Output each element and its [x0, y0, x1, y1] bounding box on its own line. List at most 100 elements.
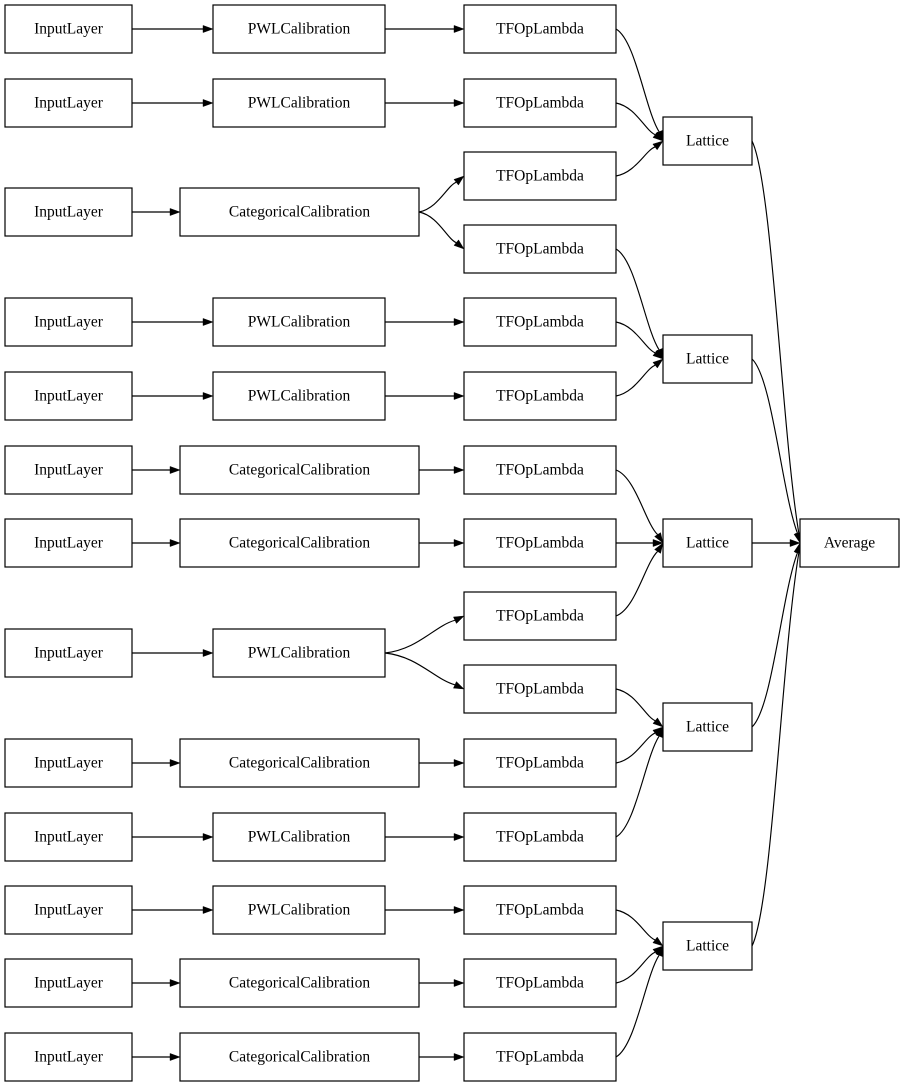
edge-cal2-to-lam3: [418, 211, 465, 250]
node-input-layer-in8[interactable]: InputLayer: [4, 738, 133, 788]
node-box: [4, 297, 133, 347]
node-tfop-lambda-lam8[interactable]: TFOpLambda: [463, 591, 617, 641]
edge-lam6-to-lat2: [615, 469, 664, 544]
node-lattice-lat3[interactable]: Lattice: [662, 702, 753, 752]
node-label: InputLayer: [34, 1049, 104, 1066]
node-tfop-lambda-lam1[interactable]: TFOpLambda: [463, 78, 617, 128]
node-label: PWLCalibration: [248, 388, 351, 405]
node-label: PWLCalibration: [248, 314, 351, 331]
edge-in0-to-cal0: [132, 25, 214, 33]
node-tfop-lambda-lam6[interactable]: TFOpLambda: [463, 445, 617, 495]
node-categorical-calibration-cal8[interactable]: CategoricalCalibration: [179, 738, 420, 788]
node-tfop-lambda-lam10[interactable]: TFOpLambda: [463, 738, 617, 788]
edge-line: [418, 181, 457, 213]
arrowhead-icon: [652, 717, 664, 728]
edge-cal6-to-lam7: [419, 539, 465, 547]
edge-line: [384, 619, 456, 654]
node-lattice-lat0[interactable]: Lattice: [662, 116, 753, 166]
arrowhead-icon: [652, 131, 664, 142]
node-tfop-lambda-lam2[interactable]: TFOpLambda: [463, 151, 617, 201]
node-box: [463, 664, 617, 714]
arrowhead-icon: [453, 239, 465, 250]
node-box: [179, 958, 420, 1008]
node-lattice-lat2[interactable]: Lattice: [662, 518, 753, 568]
node-tfop-lambda-lam4[interactable]: TFOpLambda: [463, 297, 617, 347]
node-box: [463, 885, 617, 935]
node-tfop-lambda-lam13[interactable]: TFOpLambda: [463, 958, 617, 1008]
node-categorical-calibration-cal5[interactable]: CategoricalCalibration: [179, 445, 420, 495]
node-tfop-lambda-lam0[interactable]: TFOpLambda: [463, 4, 617, 54]
edge-line: [751, 140, 800, 534]
arrowhead-icon: [202, 392, 214, 400]
arrowhead-icon: [169, 466, 181, 474]
node-label: TFOpLambda: [496, 168, 584, 185]
node-box: [662, 702, 753, 752]
node-input-layer-in2[interactable]: InputLayer: [4, 187, 133, 237]
edge-lam9-to-lat3: [615, 688, 664, 728]
edge-lam12-to-lat4: [615, 909, 664, 947]
node-categorical-calibration-cal2[interactable]: CategoricalCalibration: [179, 187, 420, 237]
node-input-layer-in4[interactable]: InputLayer: [4, 371, 133, 421]
node-box: [799, 518, 900, 568]
node-tfop-lambda-lam11[interactable]: TFOpLambda: [463, 812, 617, 862]
node-input-layer-in11[interactable]: InputLayer: [4, 958, 133, 1008]
node-label: InputLayer: [34, 902, 104, 919]
node-average-avg[interactable]: Average: [799, 518, 900, 568]
arrowhead-icon: [202, 318, 214, 326]
node-categorical-calibration-cal6[interactable]: CategoricalCalibration: [179, 518, 420, 568]
node-label: TFOpLambda: [496, 829, 584, 846]
node-lattice-lat1[interactable]: Lattice: [662, 334, 753, 384]
node-box: [212, 371, 386, 421]
edge-in8-to-cal8: [132, 759, 181, 767]
node-input-layer-in0[interactable]: InputLayer: [4, 4, 133, 54]
arrowhead-icon: [202, 906, 214, 914]
edge-in3-to-cal3: [132, 318, 214, 326]
edge-line: [384, 652, 456, 686]
node-tfop-lambda-lam7[interactable]: TFOpLambda: [463, 518, 617, 568]
edge-lam0-to-lat0: [615, 28, 664, 142]
edge-line: [615, 248, 660, 351]
node-input-layer-in3[interactable]: InputLayer: [4, 297, 133, 347]
node-input-layer-in9[interactable]: InputLayer: [4, 812, 133, 862]
node-tfop-lambda-lam9[interactable]: TFOpLambda: [463, 664, 617, 714]
arrowhead-icon: [453, 99, 465, 107]
node-box: [463, 1032, 617, 1082]
node-box: [463, 224, 617, 274]
node-pwlcalibration-cal0[interactable]: PWLCalibration: [212, 4, 386, 54]
node-input-layer-in1[interactable]: InputLayer: [4, 78, 133, 128]
node-tfop-lambda-lam5[interactable]: TFOpLambda: [463, 371, 617, 421]
node-input-layer-in10[interactable]: InputLayer: [4, 885, 133, 935]
node-tfop-lambda-lam12[interactable]: TFOpLambda: [463, 885, 617, 935]
arrowhead-icon: [453, 1053, 465, 1061]
node-lattice-lat4[interactable]: Lattice: [662, 921, 753, 971]
node-input-layer-in7[interactable]: InputLayer: [4, 628, 133, 678]
node-tfop-lambda-lam3[interactable]: TFOpLambda: [463, 224, 617, 274]
node-label: InputLayer: [34, 645, 104, 662]
node-label: CategoricalCalibration: [229, 975, 370, 992]
edge-cal1-to-lam1: [385, 99, 465, 107]
node-tfop-lambda-lam14[interactable]: TFOpLambda: [463, 1032, 617, 1082]
node-box: [463, 518, 617, 568]
edge-in5-to-cal5: [132, 466, 181, 474]
node-pwlcalibration-cal4[interactable]: PWLCalibration: [212, 371, 386, 421]
arrowhead-icon: [652, 140, 664, 151]
node-pwlcalibration-cal10[interactable]: PWLCalibration: [212, 885, 386, 935]
node-box: [463, 738, 617, 788]
node-input-layer-in6[interactable]: InputLayer: [4, 518, 133, 568]
edge-cal7-to-lam8: [384, 615, 465, 654]
node-pwlcalibration-cal7[interactable]: PWLCalibration: [212, 628, 386, 678]
edge-lam13-to-lat4: [615, 945, 664, 984]
node-label: Lattice: [686, 351, 729, 368]
node-pwlcalibration-cal9[interactable]: PWLCalibration: [212, 812, 386, 862]
node-categorical-calibration-cal12[interactable]: CategoricalCalibration: [179, 1032, 420, 1082]
node-input-layer-in12[interactable]: InputLayer: [4, 1032, 133, 1082]
node-box: [463, 591, 617, 641]
node-label: PWLCalibration: [248, 902, 351, 919]
node-categorical-calibration-cal11[interactable]: CategoricalCalibration: [179, 958, 420, 1008]
node-pwlcalibration-cal3[interactable]: PWLCalibration: [212, 297, 386, 347]
node-input-layer-in5[interactable]: InputLayer: [4, 445, 133, 495]
edge-lat1-to-avg: [751, 358, 802, 544]
node-box: [4, 812, 133, 862]
node-pwlcalibration-cal1[interactable]: PWLCalibration: [212, 78, 386, 128]
